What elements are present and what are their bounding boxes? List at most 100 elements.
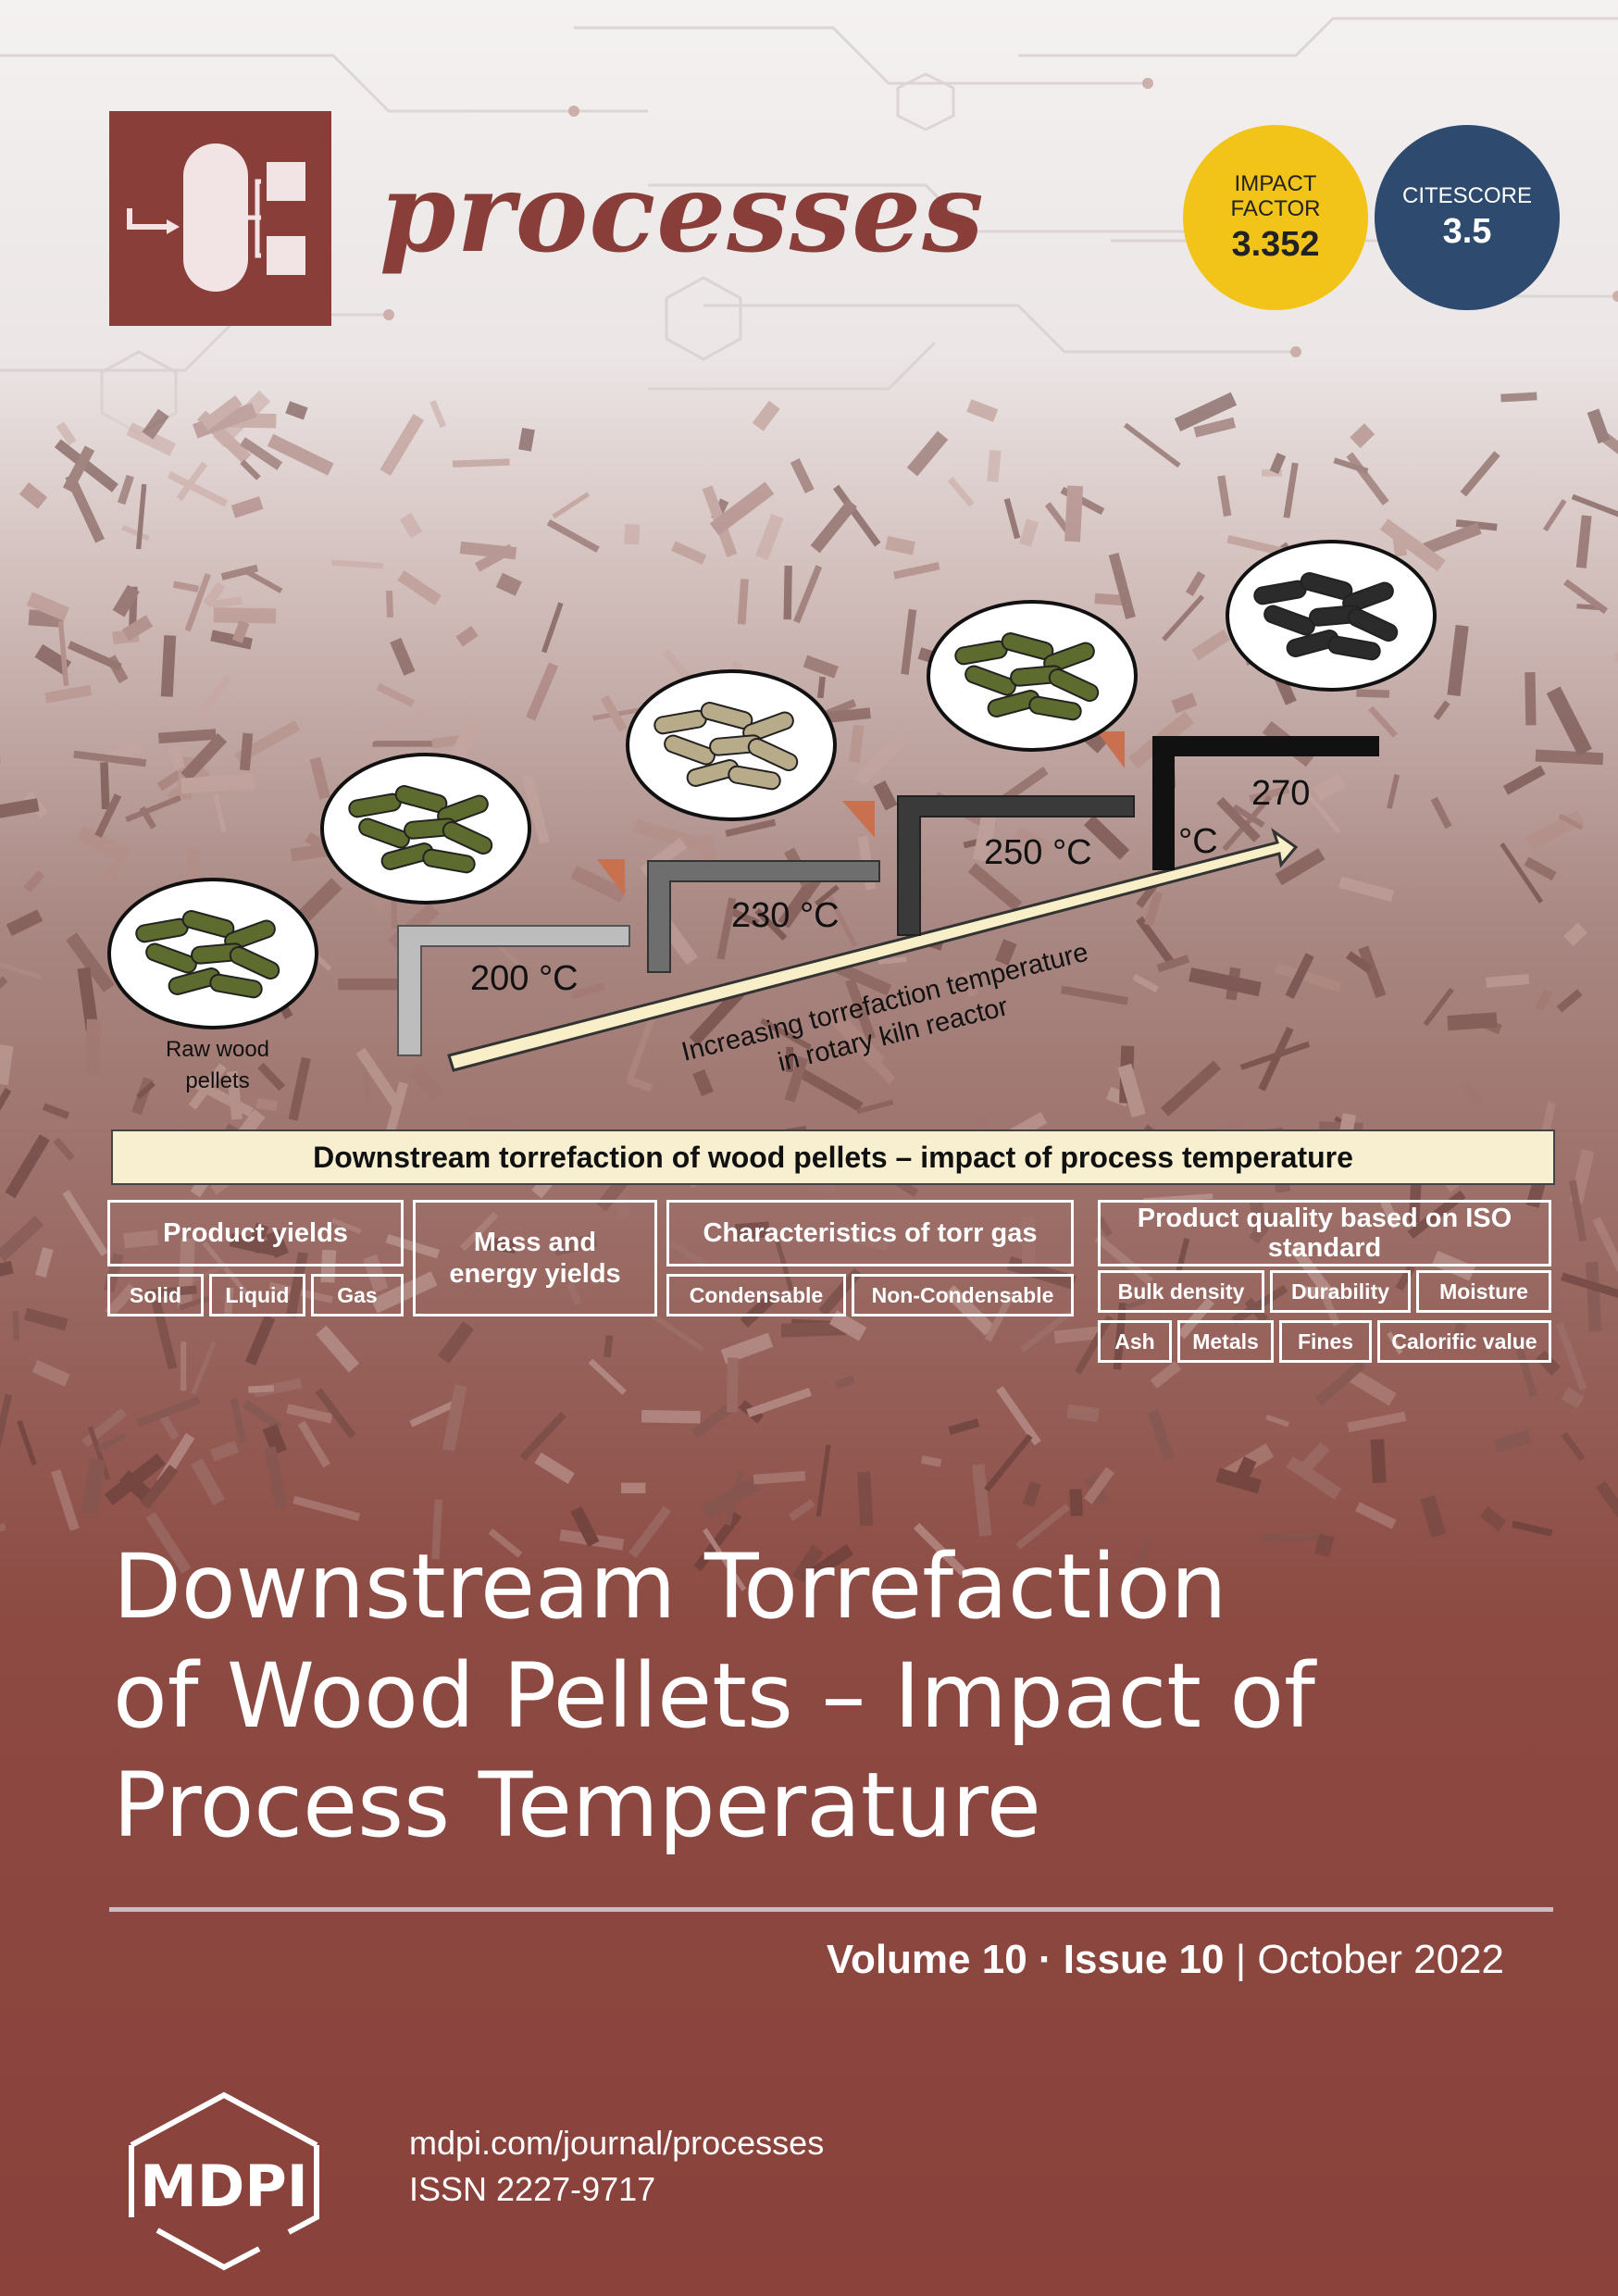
- step-200: [397, 925, 630, 1056]
- wood-chip: [943, 1285, 995, 1336]
- wood-chip: [621, 1482, 646, 1494]
- wood-chip: [297, 1420, 330, 1468]
- journal-url[interactable]: mdpi.com/journal/processes: [409, 2124, 825, 2162]
- wood-chip: [844, 978, 877, 1041]
- pellet: [965, 665, 1016, 696]
- wood-chip: [257, 1062, 286, 1092]
- issue-number: Issue 10: [1063, 1937, 1225, 1982]
- pellet: [1300, 572, 1353, 600]
- wood-chip: [146, 1285, 197, 1299]
- wood-chip: [1333, 457, 1369, 474]
- wood-chip: [6, 909, 44, 937]
- plate-250-icon: [927, 600, 1138, 752]
- wood-chip: [0, 1523, 6, 1540]
- wood-chip: [1535, 749, 1604, 766]
- wood-chip: [211, 596, 243, 609]
- wood-chip: [331, 1217, 362, 1234]
- wood-chip: [784, 1055, 808, 1103]
- wood-chip: [285, 1251, 308, 1318]
- wood-chip: [689, 987, 745, 1046]
- wood-chip: [995, 939, 1017, 966]
- publisher-name: MDPI: [140, 2152, 308, 2220]
- wood-chip: [1191, 629, 1231, 661]
- wood-chip: [1500, 392, 1537, 403]
- wood-chip: [624, 523, 641, 545]
- wood-chip: [754, 908, 788, 942]
- wood-chip: [309, 756, 330, 800]
- marker-3: [1097, 731, 1125, 768]
- wood-chip: [570, 1505, 600, 1547]
- wood-chip: [692, 1068, 714, 1097]
- wood-chip: [372, 741, 436, 747]
- wood-chip: [534, 1452, 575, 1484]
- mass-energy-line-2: energy yields: [449, 1259, 621, 1289]
- wood-chip: [1022, 1481, 1041, 1508]
- wood-chip: [23, 1307, 68, 1331]
- wood-chip: [497, 944, 524, 969]
- wood-chip: [189, 1263, 227, 1284]
- wood-chip: [793, 565, 823, 624]
- pellet: [358, 817, 410, 849]
- pellet: [422, 848, 476, 874]
- wood-chip: [691, 1399, 739, 1439]
- wood-chip: [521, 774, 550, 844]
- wood-chip: [1571, 493, 1618, 523]
- wood-chip: [44, 684, 93, 704]
- wood-chip: [112, 584, 140, 618]
- wood-chip: [1387, 774, 1400, 809]
- wood-chip: [191, 1341, 217, 1395]
- wood-chip: [85, 1018, 101, 1076]
- wood-chip: [815, 1444, 831, 1517]
- wood-chip: [100, 762, 110, 810]
- impact-factor-value: 3.352: [1231, 224, 1320, 264]
- gas-condensable: Condensable: [666, 1274, 846, 1316]
- wood-chip: [176, 461, 208, 501]
- wood-chip: [1020, 1309, 1073, 1353]
- wood-chip: [151, 1299, 178, 1370]
- quality-line-1: Product quality based on ISO: [1137, 1204, 1512, 1233]
- pellet: [394, 785, 448, 813]
- wood-chip: [1461, 1079, 1483, 1105]
- wood-chip: [1283, 462, 1299, 518]
- wood-chip: [399, 512, 423, 539]
- wood-chip: [42, 1103, 70, 1120]
- wood-chip: [716, 897, 737, 960]
- temperature-200: 200 °C: [470, 959, 579, 998]
- wood-chip: [1493, 1429, 1532, 1454]
- marker-1: [597, 859, 625, 896]
- wood-chip: [1561, 1431, 1586, 1462]
- wood-chip: [1295, 1441, 1330, 1479]
- wood-chip: [1274, 962, 1342, 992]
- pellet: [664, 734, 716, 766]
- wood-chip: [1162, 594, 1205, 642]
- wood-chip: [833, 961, 892, 996]
- wood-chip: [709, 481, 775, 536]
- wood-chip: [755, 514, 784, 560]
- wood-chip: [168, 745, 185, 770]
- wood-chip: [330, 559, 383, 569]
- wood-chip: [135, 483, 147, 550]
- wood-chip: [788, 1499, 815, 1521]
- wood-chip: [1171, 693, 1198, 714]
- wood-chip: [885, 535, 915, 555]
- impact-factor-badge: IMPACT FACTOR 3.352: [1183, 125, 1368, 310]
- pellet: [1048, 668, 1100, 703]
- wood-chip: [600, 694, 628, 732]
- product-quality-box: Product quality based on ISO standard: [1098, 1200, 1551, 1267]
- wood-chip: [292, 1495, 361, 1521]
- wood-chip: [1185, 570, 1206, 596]
- wood-chip: [0, 976, 8, 1006]
- wood-chip: [409, 1401, 455, 1428]
- pellet: [145, 942, 197, 974]
- wood-chip: [268, 1281, 333, 1304]
- wood-chip: [376, 682, 416, 707]
- wood-chip: [626, 1016, 656, 1081]
- wood-chip: [475, 543, 515, 572]
- wood-chip: [243, 1399, 283, 1432]
- wood-chip: [1174, 392, 1238, 432]
- marker-2: [842, 801, 875, 838]
- wood-chip: [1285, 953, 1314, 999]
- wood-chip: [1232, 804, 1265, 829]
- wood-chip: [1144, 891, 1164, 927]
- wood-chip: [526, 662, 559, 721]
